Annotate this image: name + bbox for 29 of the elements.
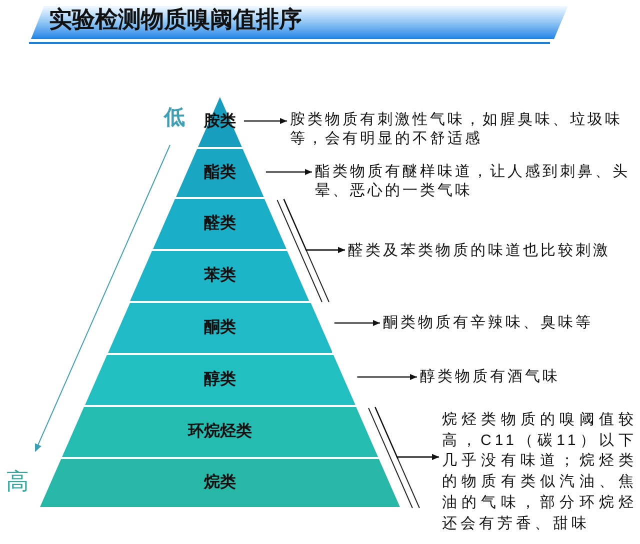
tier-label: 烷类	[204, 473, 236, 493]
rank-label: 低	[164, 107, 185, 128]
arrow	[244, 118, 287, 124]
tier-label: 苯类	[204, 266, 236, 286]
pyramid-tier	[130, 251, 310, 301]
pyramid-tier	[62, 407, 378, 457]
pyramid-tier	[84, 355, 356, 405]
tier-label: 醛类	[204, 214, 236, 234]
arrow	[266, 169, 312, 175]
arrow	[334, 320, 380, 326]
description-text: 酯类物质有醚样味道，让人感到刺鼻、头晕、恶心的一类气味	[315, 162, 637, 200]
pyramid-tier	[176, 149, 264, 197]
rank-label: 高	[6, 470, 29, 493]
arrow	[396, 454, 439, 460]
tier-label: 酯类	[204, 163, 236, 183]
description-text: 醛类及苯类物质的味道也比较刺激	[348, 241, 633, 260]
description-text: 烷烃类物质的嗅阈值较高，C11（碳11）以下几乎没有味道；烷烃类的物质有类似汽油、焦油的气味，部分环烷烃还会有芳香、甜味	[442, 410, 637, 534]
description-text: 酮类物质有辛辣味、臭味等	[383, 313, 633, 332]
description-text: 胺类物质有刺激性气味，如腥臭味、垃圾味等，会有明显的不舒适感	[290, 110, 636, 148]
arrow	[305, 247, 345, 253]
description-text: 醇类物质有酒气味	[420, 367, 620, 386]
tier-label: 醇类	[204, 370, 236, 390]
title: 实验检测物质嗅阈值排序	[49, 5, 302, 34]
pyramid-tier	[108, 303, 332, 353]
tier-label: 酮类	[204, 318, 236, 338]
tier-label: 环烷烃类	[188, 422, 252, 442]
arrow	[357, 374, 417, 380]
pyramid-tier	[153, 199, 287, 249]
pyramid-tier	[40, 459, 400, 507]
